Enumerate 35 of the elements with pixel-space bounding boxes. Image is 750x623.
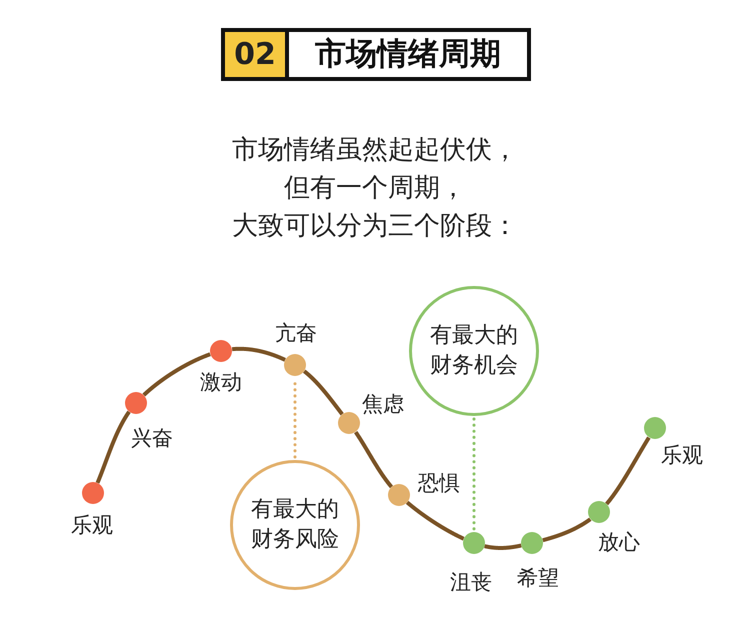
- stage-label: 沮丧: [450, 570, 492, 594]
- stage-dot: [463, 532, 485, 554]
- dotted-line: [472, 418, 476, 530]
- stage-dot: [125, 392, 147, 414]
- stage-dot: [82, 482, 104, 504]
- curve-line: [354, 430, 394, 489]
- title-text: 市场情绪周期: [315, 37, 501, 72]
- stage-label: 放心: [598, 530, 640, 554]
- callout-text: 有最大的财务机会: [428, 322, 519, 380]
- curve-line: [96, 410, 131, 485]
- curve-line: [541, 517, 592, 542]
- stage-label: 恐惧: [418, 470, 460, 496]
- curve-line: [482, 544, 524, 550]
- curve-line: [302, 369, 344, 416]
- stage-dot: [588, 501, 610, 523]
- stage-label: 乐观: [71, 512, 113, 538]
- stage-label: 激动: [200, 370, 242, 394]
- stage-dot: [644, 417, 666, 439]
- stage-dot: [521, 532, 543, 554]
- callout-text: 有最大的财务风险: [250, 496, 340, 554]
- number-badge: 02: [225, 32, 289, 77]
- curve-line: [142, 352, 212, 397]
- stage-dot: [284, 354, 306, 376]
- stage-dot: [388, 484, 410, 506]
- curve-line: [230, 346, 287, 362]
- curve-line: [604, 436, 651, 506]
- stage-label: 亢奋: [275, 320, 317, 346]
- stage-label: 乐观: [661, 442, 703, 468]
- stage-label: 焦虑: [362, 392, 404, 416]
- stage-dot: [338, 412, 360, 434]
- stage-label: 兴奋: [131, 426, 173, 450]
- curve-line: [405, 500, 466, 541]
- intro-text: 市场情绪虽然起起伏伏，但有一个周期，大致可以分为三个阶段：: [232, 134, 518, 243]
- stage-label: 希望: [517, 566, 559, 590]
- stage-dot: [210, 340, 232, 362]
